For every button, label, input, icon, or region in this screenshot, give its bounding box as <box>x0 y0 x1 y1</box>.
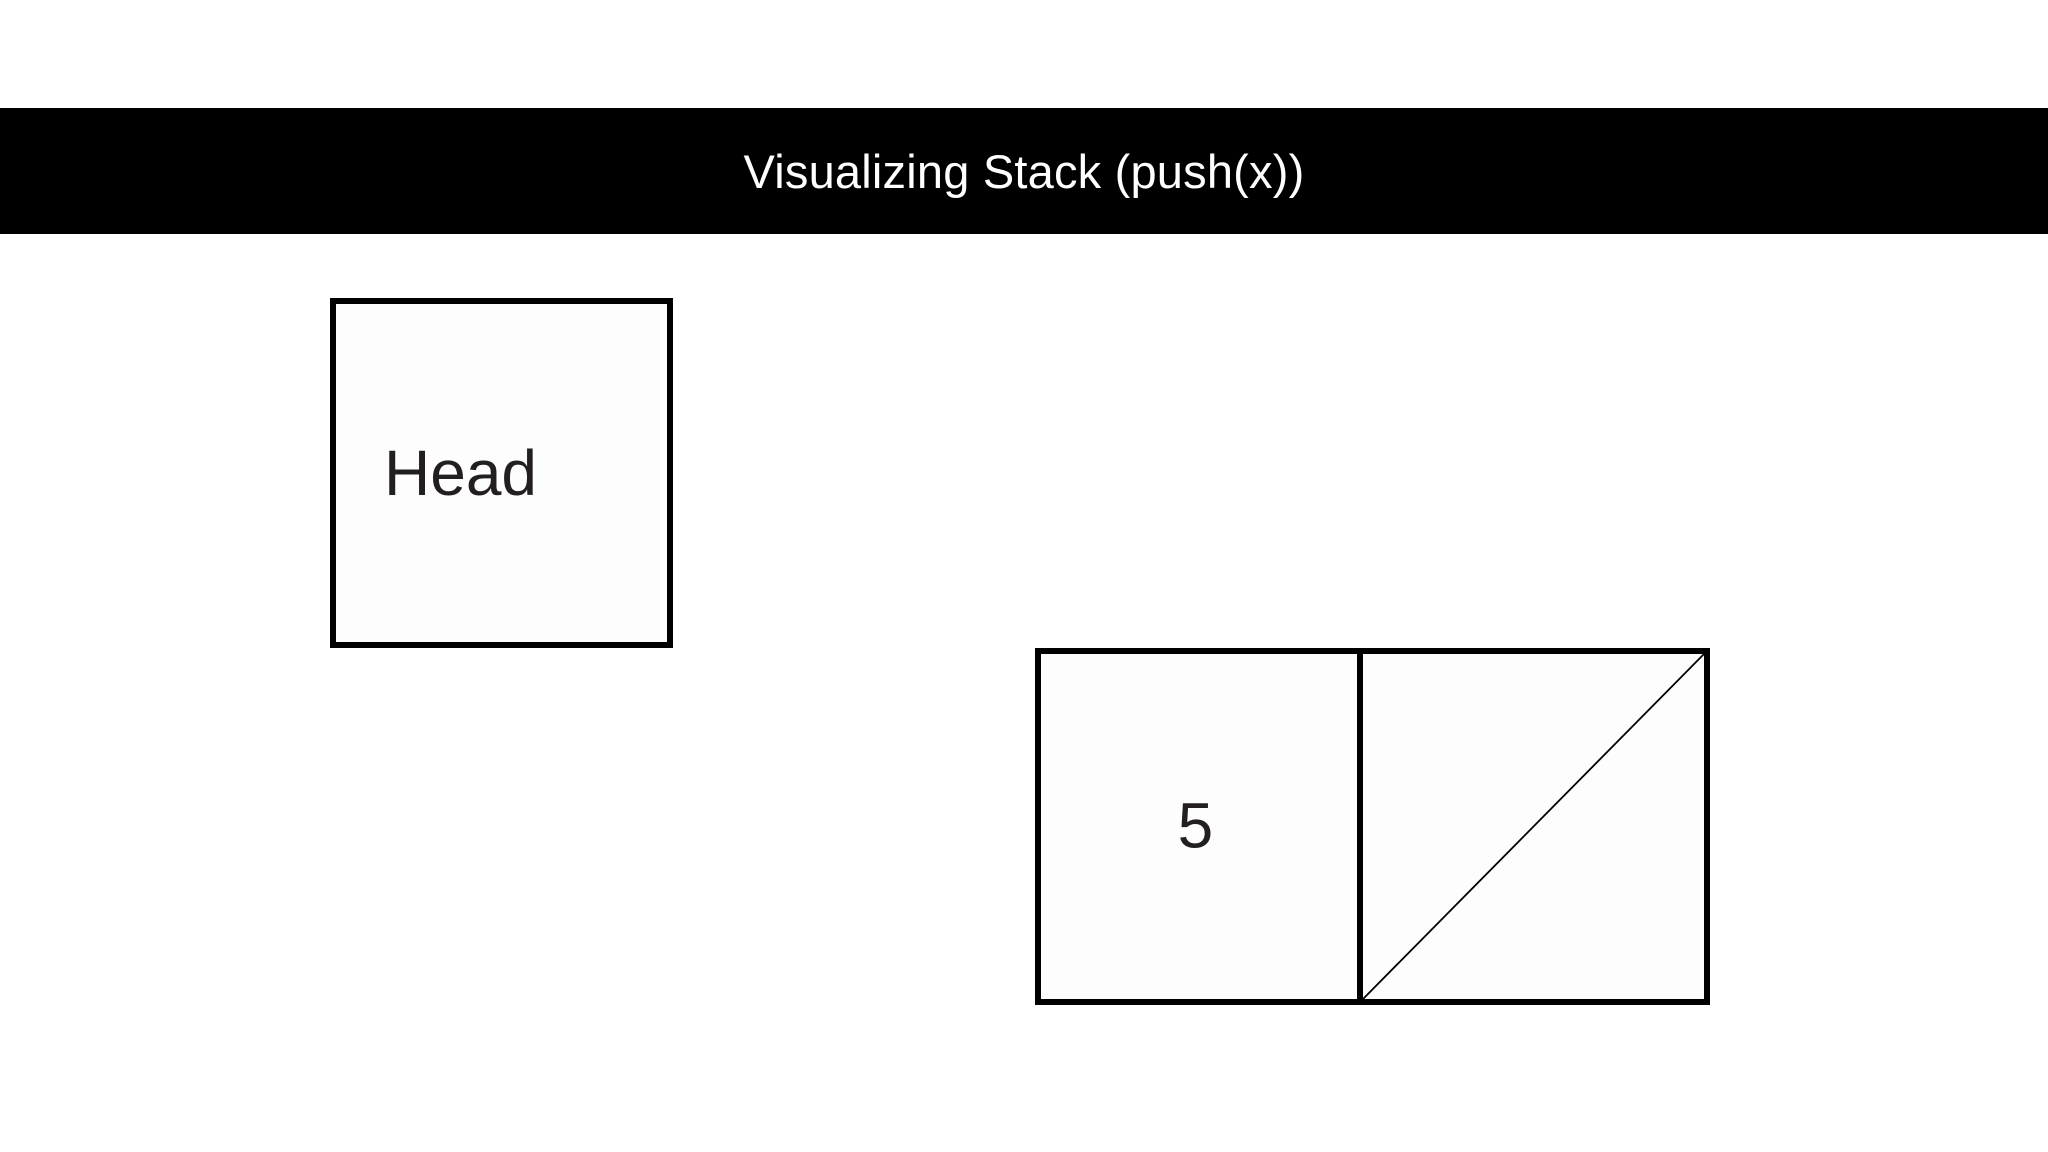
diagram-canvas: Head 5 <box>0 234 2048 1152</box>
title-bar: Visualizing Stack (push(x)) <box>0 108 2048 234</box>
head-pointer-label: Head <box>384 437 537 509</box>
stack-node: 5 <box>1035 648 1710 1005</box>
page-title: Visualizing Stack (push(x)) <box>743 144 1305 198</box>
node-value-label: 5 <box>1177 789 1214 862</box>
node-next-pointer-cell <box>1363 654 1704 999</box>
null-pointer-slash-icon <box>1363 654 1704 999</box>
node-value-cell: 5 <box>1041 654 1363 999</box>
head-pointer-box: Head <box>330 298 673 648</box>
